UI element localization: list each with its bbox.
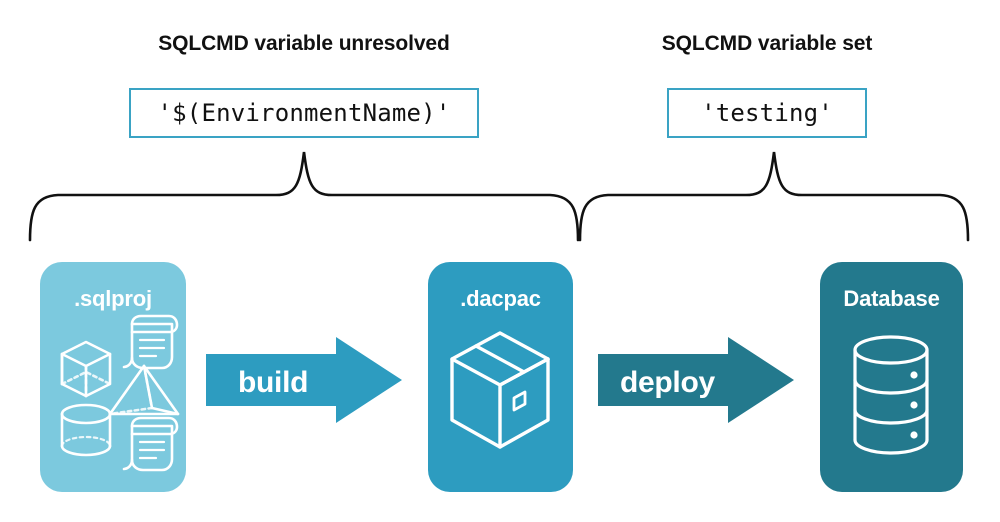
brace-right (578, 151, 970, 242)
sqlcmd-variable-unresolved-value: '$(EnvironmentName)' (129, 88, 479, 138)
database-cylinder-icon (853, 335, 929, 455)
arrow-deploy-label: deploy (620, 366, 715, 399)
node-dacpac-label: .dacpac (460, 286, 541, 311)
arrow-deploy (598, 337, 794, 423)
node-sqlproj: .sqlproj (40, 262, 186, 492)
sqlcmd-variable-set-value: 'testing' (667, 88, 867, 138)
cube-icon (60, 340, 112, 398)
scroll-icon (122, 416, 179, 472)
node-dacpac: .dacpac (428, 262, 573, 492)
brace-left (28, 151, 580, 242)
pyramid-icon (108, 364, 180, 416)
annotation-heading-left: SQLCMD variable unresolved (158, 32, 450, 55)
scroll-icon (122, 314, 179, 370)
cylinder-icon (60, 403, 112, 457)
package-box-icon (450, 331, 550, 449)
sqlproj-artifacts-illustration (60, 314, 180, 472)
node-sqlproj-label: .sqlproj (74, 286, 152, 311)
node-database-label: Database (843, 286, 940, 311)
arrow-build-label: build (238, 366, 309, 399)
node-database: Database (820, 262, 963, 492)
annotation-heading-right: SQLCMD variable set (661, 32, 873, 55)
arrow-build (206, 337, 402, 423)
